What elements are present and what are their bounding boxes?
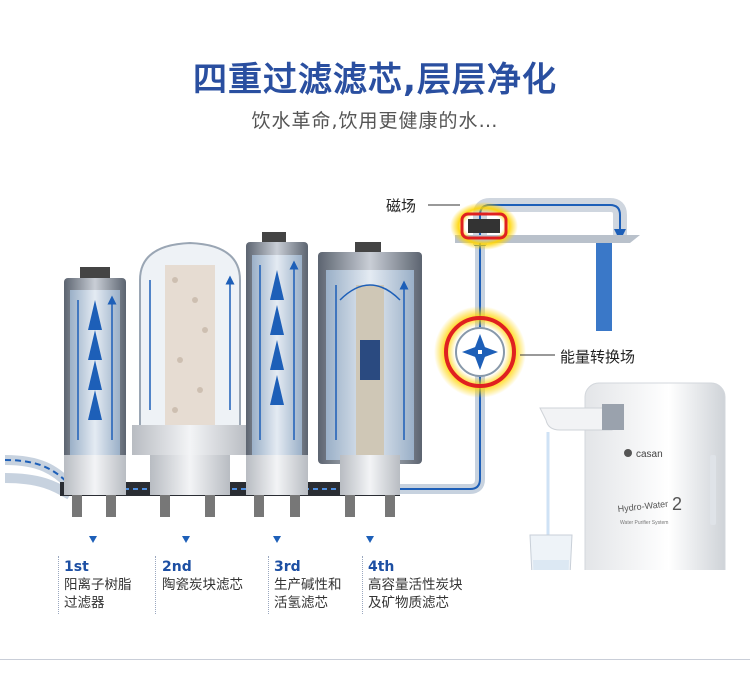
purifier-machine: casan Hydro-Water 2 Water Purifier Syste…	[539, 382, 726, 570]
stage-number: 4th	[368, 559, 395, 575]
page-title: 四重过滤滤芯,层层净化	[193, 60, 557, 100]
stage-4-label: 4th 高容量活性炭块 及矿物质滤芯	[368, 558, 463, 612]
brand-logo: casan	[636, 449, 663, 460]
energy-conversion-field	[434, 306, 526, 398]
stage-description: 阳离子树脂 过滤器	[64, 577, 132, 611]
stage-number: 3rd	[274, 559, 301, 575]
stage-divider	[268, 556, 269, 614]
callout-magnetic-field: 磁场	[386, 197, 417, 215]
filter-system-illustration: casan Hydro-Water 2 Water Purifier Syste…	[4, 198, 726, 570]
brand-tagline: Water Purifier System	[620, 520, 668, 526]
stage-description: 生产碱性和 活氢滤芯	[274, 577, 342, 611]
callout-energy-field: 能量转换场	[560, 348, 636, 366]
filter-stage-1	[64, 267, 126, 517]
page-subtitle: 饮水革命,饮用更健康的水…	[251, 110, 499, 132]
stage-divider	[58, 556, 59, 614]
stage-2-label: 2nd 陶瓷炭块滤芯	[162, 558, 243, 594]
brand-model-number: 2	[672, 494, 682, 514]
filter-stage-4	[318, 242, 422, 517]
stage-divider	[362, 556, 363, 614]
stage-number: 2nd	[162, 559, 192, 575]
stage-description: 高容量活性炭块 及矿物质滤芯	[368, 577, 463, 611]
filter-stage-3	[246, 232, 308, 517]
stage-description: 陶瓷炭块滤芯	[162, 577, 243, 593]
stage-markers	[89, 536, 374, 543]
bottom-divider	[0, 659, 750, 660]
stage-1-label: 1st 阳离子树脂 过滤器	[64, 558, 132, 612]
filter-stage-2	[132, 241, 248, 517]
water-glass	[529, 432, 573, 570]
magnetic-field	[450, 202, 518, 250]
stage-number: 1st	[64, 559, 89, 575]
stage-divider	[155, 556, 156, 614]
stage-3-label: 3rd 生产碱性和 活氢滤芯	[274, 558, 342, 612]
